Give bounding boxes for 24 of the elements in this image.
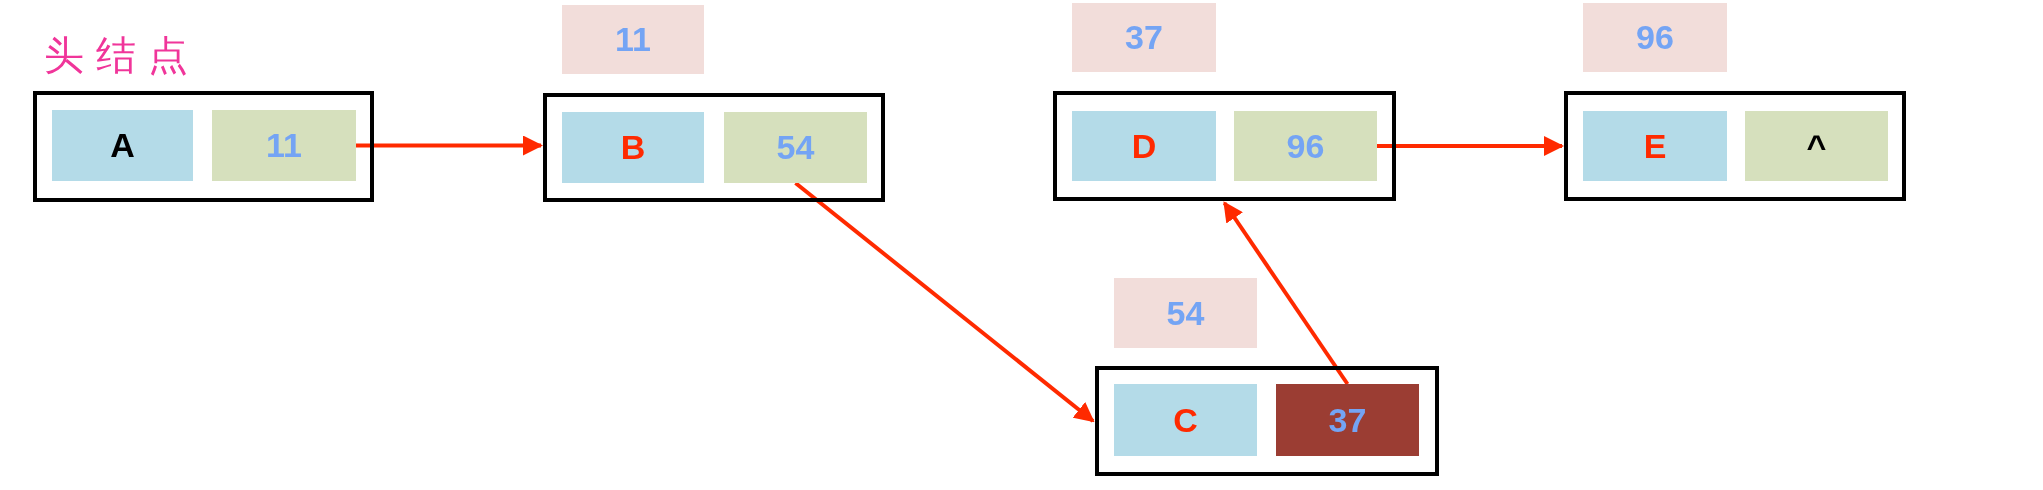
pointer-field: ^	[1745, 111, 1888, 181]
arrow	[1377, 136, 1564, 156]
pointer-field: 96	[1234, 111, 1377, 181]
heading-label: 头结点	[44, 32, 200, 79]
arrow	[794, 181, 1095, 423]
data-field: C	[1114, 384, 1257, 456]
data-field: B	[562, 112, 704, 183]
data-field: A	[52, 110, 193, 181]
node-box	[543, 93, 885, 202]
data-field: E	[1583, 111, 1727, 181]
address-label: 96	[1583, 3, 1727, 72]
address-label: 37	[1072, 3, 1216, 72]
data-field: D	[1072, 111, 1216, 181]
node-box	[33, 91, 374, 202]
node-box	[1095, 366, 1439, 476]
arrow	[1222, 201, 1350, 386]
address-label: 11	[562, 5, 704, 74]
node-box	[1564, 91, 1906, 201]
address-label: 54	[1114, 278, 1257, 348]
pointer-field: 11	[212, 110, 356, 181]
node-box	[1053, 91, 1396, 201]
pointer-field: 37	[1276, 384, 1419, 456]
arrow	[356, 135, 543, 156]
pointer-field: 54	[724, 112, 867, 183]
